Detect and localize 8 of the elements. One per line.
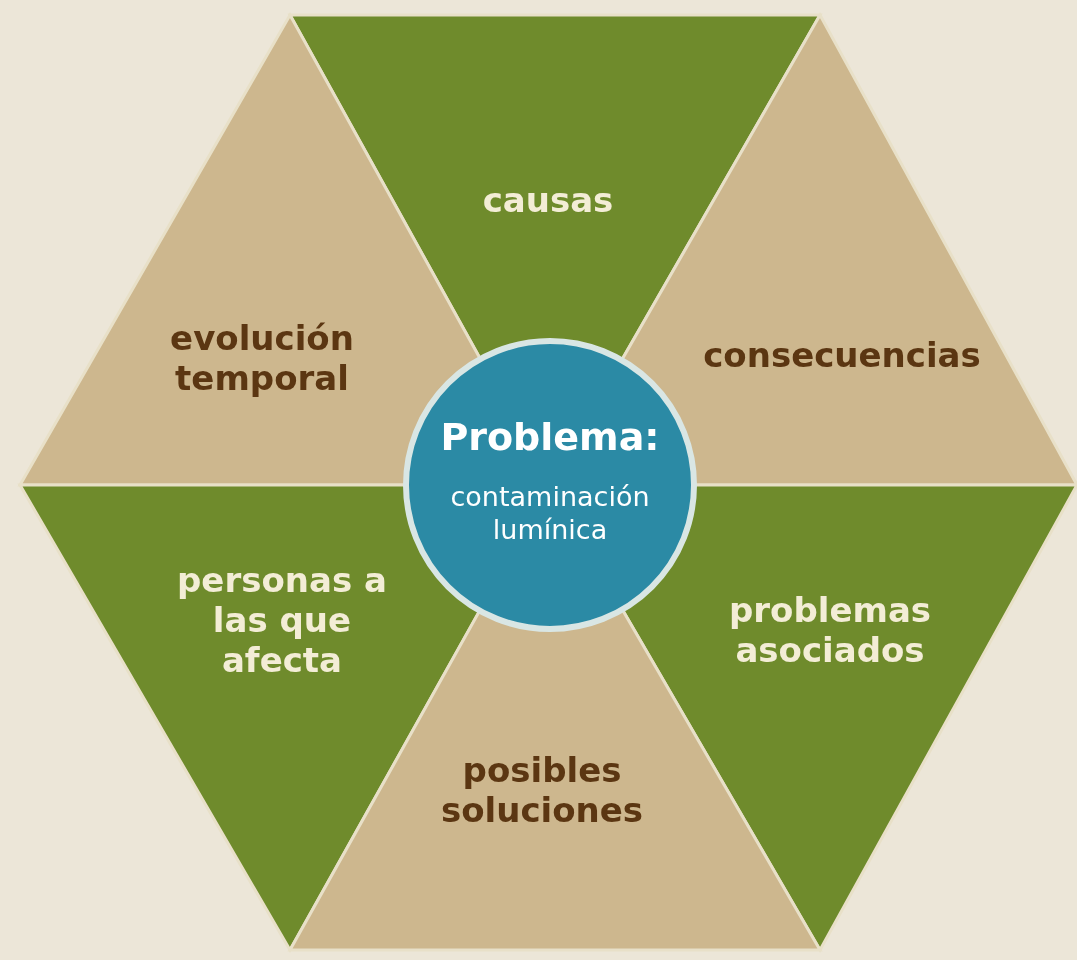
segment-label: personas a las que afecta [176,560,388,680]
segment-label: consecuencias [702,335,982,375]
segment-label: problemas asociados [727,590,933,670]
center-heading: Problema: [439,415,661,459]
segment-label: posibles soluciones [439,750,645,830]
segment-label: evolución temporal [169,318,355,398]
center-text: contaminación lumínica [449,480,651,546]
segment-label: causas [481,180,615,220]
